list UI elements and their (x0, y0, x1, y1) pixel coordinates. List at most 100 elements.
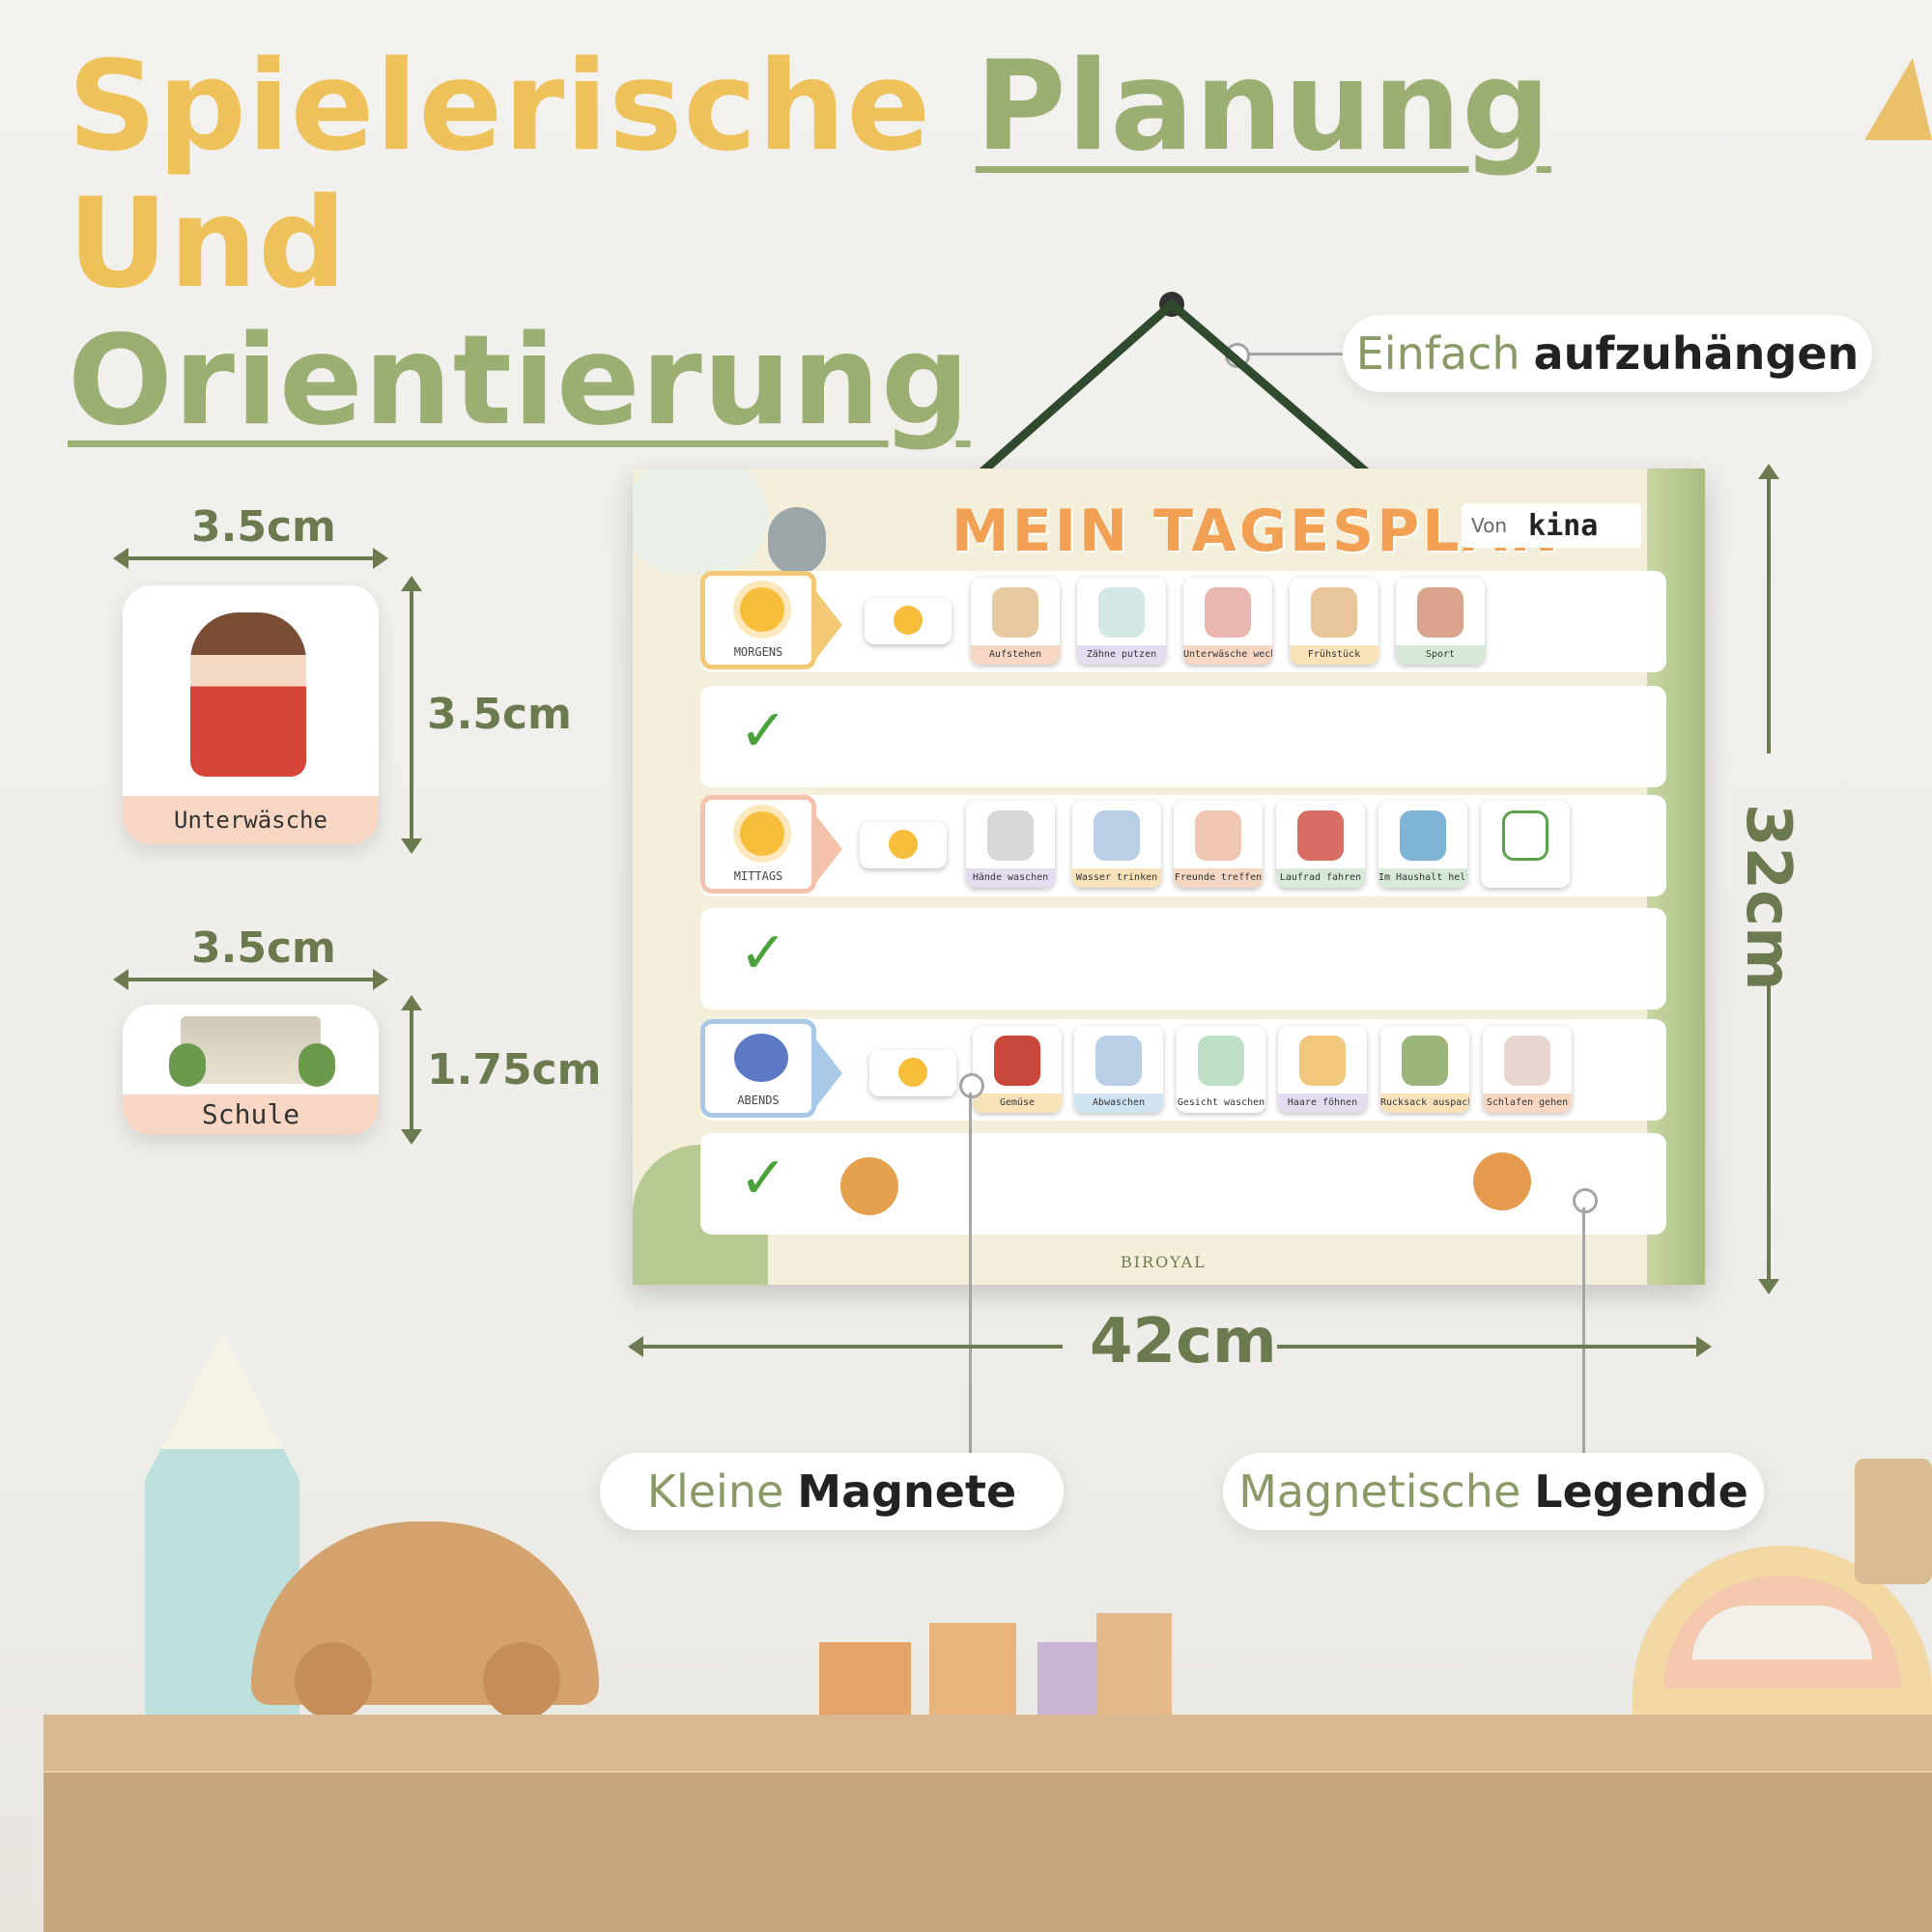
task-magnet: Freunde treffen (1174, 801, 1263, 888)
task-magnet: Im Haushalt helfen (1378, 801, 1467, 888)
wooden-block (1096, 1613, 1172, 1719)
card-small-height-arrow (401, 995, 422, 1145)
headline: Spielerische Planung Und Orientierung (68, 39, 1710, 450)
callout-legend-bold: Legende (1534, 1465, 1748, 1518)
headline-word-3: Und (68, 172, 348, 316)
weather-magnet (860, 822, 947, 868)
sun-icon (740, 811, 784, 856)
card-small-width-arrow (113, 969, 388, 990)
weather-magnet (869, 1050, 956, 1096)
tiger-icon (1473, 1152, 1531, 1210)
wooden-shelf (43, 1715, 1932, 1773)
name-value: kina (1528, 508, 1599, 543)
callout-magnets-line (969, 1093, 972, 1453)
wheel-icon (295, 1642, 372, 1719)
callout-magnets-light: Kleine (646, 1465, 784, 1518)
task-picture (1417, 587, 1463, 638)
wooden-block (929, 1623, 1016, 1719)
callout-legend-light: Magnetische (1238, 1465, 1521, 1518)
sun-icon (894, 606, 923, 635)
callout-magnets-dot (959, 1073, 984, 1098)
task-label: Unterwäsche wechseln (1183, 645, 1272, 665)
task-label: Frühstück (1290, 645, 1378, 665)
task-label: Aufstehen (971, 645, 1060, 665)
board-width-arrow-left (628, 1336, 1063, 1357)
period-morgens: MORGENS (700, 571, 842, 669)
task-label: Freunde treffen (1174, 868, 1263, 888)
callout-legend-line (1582, 1208, 1585, 1453)
row-morgens-done: ✓ (700, 686, 1666, 787)
task-label (1481, 868, 1570, 888)
sun-icon (889, 830, 918, 859)
card-small-height-label: 1.75cm (427, 1045, 602, 1094)
star-decoration-icon (1864, 58, 1932, 140)
callout-magnets: Kleine Magnete (600, 1453, 1064, 1530)
task-magnet: Abwaschen (1074, 1026, 1163, 1113)
period-tab (811, 1034, 842, 1113)
lion-icon (840, 1157, 898, 1215)
task-picture (992, 587, 1038, 638)
task-picture (1402, 1036, 1448, 1086)
sample-card-large-label: Unterwäsche wechseln (123, 796, 379, 844)
board-height-arrow-bottom (1758, 976, 1779, 1294)
task-magnet: Aufstehen (971, 578, 1060, 665)
task-label: Zähne putzen (1077, 645, 1166, 665)
task-picture (1098, 587, 1145, 638)
task-label: Wasser trinken (1072, 868, 1161, 888)
callout-hang-line (1238, 353, 1343, 355)
task-picture (1094, 810, 1140, 861)
period-tab (811, 810, 842, 889)
card-large-height-label: 3.5cm (427, 690, 572, 739)
board-height-label: 32cm (1732, 804, 1804, 991)
period-tab (811, 585, 842, 665)
period-mittags-label: MITTAGS (733, 869, 783, 883)
task-picture (1504, 1036, 1550, 1086)
task-label: Schlafen gehen (1483, 1094, 1572, 1113)
board-height-arrow-top (1758, 464, 1779, 753)
wooden-block (819, 1642, 911, 1724)
check-icon: ✓ (739, 1145, 788, 1212)
task-magnet: Schlafen gehen (1483, 1026, 1572, 1113)
callout-hang: Einfach aufzuhängen (1343, 315, 1872, 392)
board-title: MEIN TAGESPLAN (952, 497, 1562, 565)
task-magnet: Rucksack auspacken (1380, 1026, 1469, 1113)
callout-legend: Magnetische Legende (1223, 1453, 1764, 1530)
task-label: Hände waschen (966, 868, 1055, 888)
task-label: Sport (1396, 645, 1485, 665)
task-picture (994, 1036, 1040, 1086)
daily-plan-board: MEIN TAGESPLAN Von kina MORGENS Aufstehe… (633, 469, 1705, 1285)
task-picture (1205, 587, 1251, 638)
task-picture (1400, 810, 1446, 861)
task-label: Rucksack auspacken (1380, 1094, 1469, 1113)
check-icon: ✓ (739, 920, 788, 987)
task-picture (1299, 1036, 1346, 1086)
callout-hang-bold: aufzuhängen (1533, 327, 1860, 380)
task-magnet: Hände waschen (966, 801, 1055, 888)
task-label: Im Haushalt helfen (1378, 868, 1467, 888)
headline-word-4: Orientierung (68, 309, 971, 453)
headline-word-1: Spielerische (68, 35, 932, 179)
bush-icon (169, 1043, 206, 1087)
row-morgens: MORGENS Aufstehen Zähne putzen Unterwäsc… (700, 571, 1666, 672)
task-label: Gemüse (973, 1094, 1062, 1113)
moon-icon (734, 1034, 788, 1082)
sample-card-small-label: Schule (123, 1094, 379, 1135)
callout-legend-dot (1573, 1188, 1598, 1213)
brand-logo: BIROYAL (1121, 1253, 1207, 1271)
row-mittags-done: ✓ (700, 908, 1666, 1009)
task-magnet: Gesicht waschen (1177, 1026, 1265, 1113)
basket-decoration (1855, 1459, 1932, 1584)
task-magnet: Haare föhnen (1278, 1026, 1367, 1113)
row-abends: ABENDS Gemüse Abwaschen Gesicht waschen … (700, 1019, 1666, 1121)
task-magnet: Laufrad fahren (1276, 801, 1365, 888)
task-picture (1198, 1036, 1244, 1086)
task-magnet: Frühstück (1290, 578, 1378, 665)
board-width-arrow-right (1277, 1336, 1712, 1357)
card-large-height-arrow (401, 576, 422, 854)
task-picture (1311, 587, 1357, 638)
sample-card-small: Schule (123, 1005, 379, 1135)
card-large-width-arrow (113, 548, 388, 569)
callout-hang-light: Einfach (1355, 327, 1520, 380)
period-mittags: MITTAGS (700, 795, 842, 894)
hanging-cord (936, 299, 1413, 514)
